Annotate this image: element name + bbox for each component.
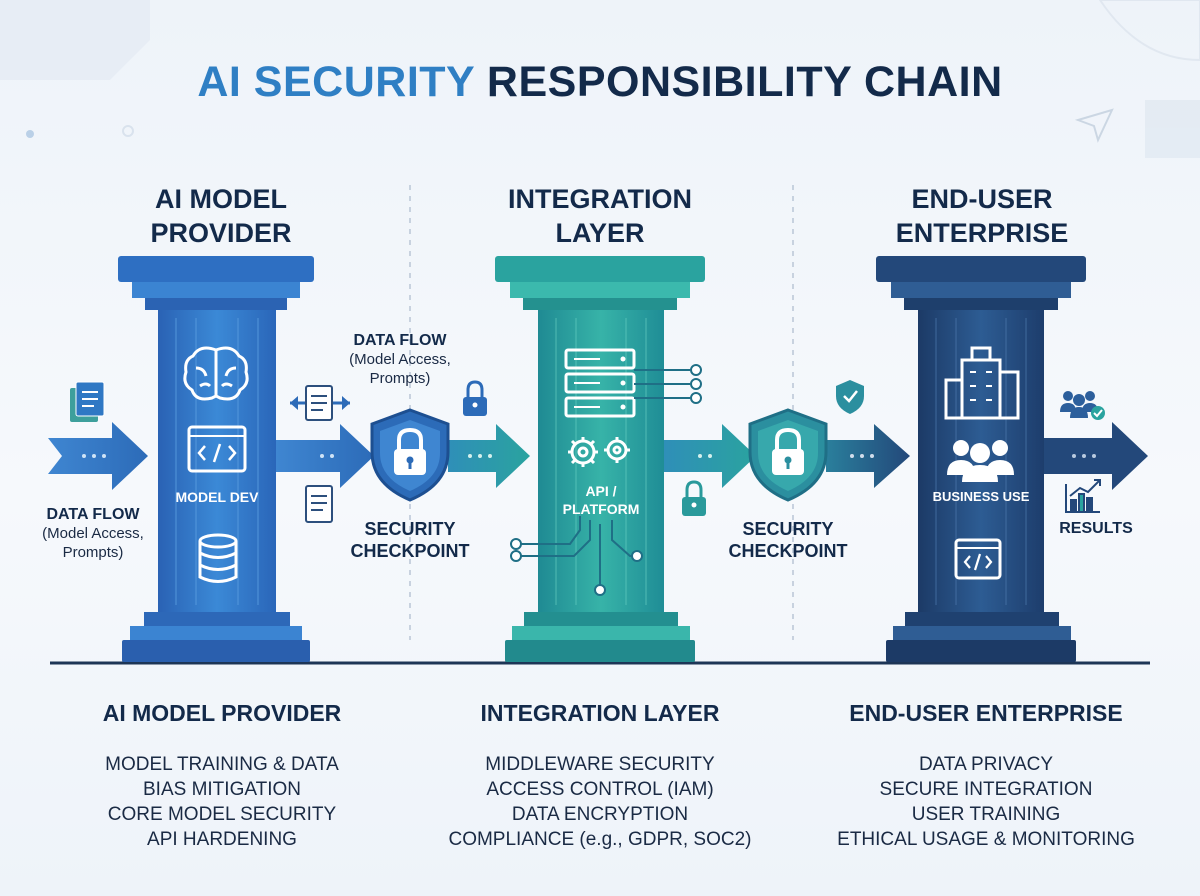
pillar-title-line: AI MODEL bbox=[155, 184, 287, 214]
checkpoint-line: SECURITY bbox=[742, 519, 834, 539]
list-item: MIDDLEWARE SECURITY bbox=[485, 754, 715, 775]
responsibility-list-integration: MIDDLEWARE SECURITY ACCESS CONTROL (IAM)… bbox=[400, 752, 800, 852]
chart-icon bbox=[1065, 479, 1101, 513]
list-item: DATA PRIVACY bbox=[918, 754, 1054, 775]
flow-arrow-checkpoint-to-enterprise bbox=[826, 424, 910, 488]
document-exchange-icon bbox=[290, 385, 350, 421]
pillar-title-line: LAYER bbox=[555, 218, 645, 248]
data-flow-title: DATA FLOW bbox=[353, 332, 447, 349]
checkpoint-line: CHECKPOINT bbox=[350, 541, 470, 561]
data-flow-sub: Prompts) bbox=[62, 544, 124, 561]
lock-icon bbox=[463, 380, 487, 416]
data-flow-sub: Prompts) bbox=[369, 370, 431, 387]
shield-lock-icon bbox=[370, 408, 450, 502]
brain-icon bbox=[183, 346, 249, 401]
responsibility-list-enterprise: DATA PRIVACY SECURE INTEGRATION USER TRA… bbox=[786, 752, 1186, 852]
flow-arrow-in bbox=[48, 422, 148, 490]
title-part1: AI SECURITY bbox=[197, 58, 475, 106]
list-item: DATA ENCRYPTION bbox=[511, 804, 689, 825]
data-flow-label-middle: DATA FLOW (Model Access, Prompts) bbox=[330, 332, 470, 388]
responsibility-heading-enterprise: END-USER ENTERPRISE bbox=[849, 700, 1123, 726]
pillar-label-line: API / bbox=[585, 483, 617, 499]
pillar-end-user-enterprise bbox=[876, 256, 1086, 662]
connector-lines bbox=[634, 364, 702, 404]
code-icon bbox=[187, 425, 247, 473]
lock-icon bbox=[682, 480, 706, 516]
list-item: MODEL TRAINING & DATA bbox=[105, 754, 339, 775]
pillar-label-line: PLATFORM bbox=[562, 501, 640, 517]
data-flow-sub: (Model Access, bbox=[349, 351, 451, 368]
list-item: COMPLIANCE (e.g., GDPR, SOC2) bbox=[448, 829, 752, 850]
list-item: USER TRAINING bbox=[911, 804, 1061, 825]
user-group-check-icon bbox=[1060, 391, 1105, 420]
page-title: AI SECURITY RESPONSIBILITY CHAIN bbox=[0, 58, 1200, 107]
list-item: SECURE INTEGRATION bbox=[879, 779, 1093, 800]
results-label: RESULTS bbox=[1059, 520, 1133, 537]
responsibility-heading-provider: AI MODEL PROVIDER bbox=[102, 700, 342, 726]
data-flow-label-left: DATA FLOW (Model Access, Prompts) bbox=[18, 506, 168, 562]
database-icon bbox=[198, 533, 238, 583]
document-icon bbox=[305, 485, 333, 523]
flow-arrow-checkpoint-to-integration bbox=[448, 424, 530, 488]
circuit-lines bbox=[510, 516, 643, 596]
pillar-title-line: ENTERPRISE bbox=[895, 218, 1069, 248]
pillar-title-line: END-USER bbox=[911, 184, 1053, 214]
responsibility-heading-integration: INTEGRATION LAYER bbox=[480, 700, 720, 726]
code-icon bbox=[954, 538, 1002, 580]
pillar-ai-model-provider bbox=[118, 256, 314, 662]
flow-arrow-integration-to-checkpoint bbox=[664, 424, 756, 488]
list-item: ETHICAL USAGE & MONITORING bbox=[837, 829, 1135, 850]
checkpoint-label-2: SECURITY CHECKPOINT bbox=[708, 518, 868, 562]
checkpoint-line: SECURITY bbox=[364, 519, 456, 539]
pillar-label-model-dev: MODEL DEV bbox=[175, 489, 259, 505]
shield-lock-icon bbox=[748, 408, 828, 502]
title-part2: RESPONSIBILITY CHAIN bbox=[486, 58, 1003, 106]
data-flow-title: DATA FLOW bbox=[46, 506, 140, 523]
responsibility-list-provider: MODEL TRAINING & DATA BIAS MITIGATION CO… bbox=[22, 752, 422, 852]
flow-arrow-provider-to-checkpoint bbox=[276, 424, 374, 488]
users-icon bbox=[947, 440, 1014, 482]
pillar-title-enterprise: END-USER ENTERPRISE bbox=[822, 182, 1142, 250]
list-item: BIAS MITIGATION bbox=[143, 779, 301, 800]
checkpoint-line: CHECKPOINT bbox=[728, 541, 848, 561]
pillar-label-business-use: BUSINESS USE bbox=[932, 489, 1030, 504]
list-item: ACCESS CONTROL (IAM) bbox=[486, 779, 714, 800]
data-flow-sub: (Model Access, bbox=[42, 525, 144, 542]
pillar-title-provider: AI MODEL PROVIDER bbox=[61, 182, 381, 250]
pillar-label-api-platform: API / PLATFORM bbox=[538, 482, 664, 518]
list-item: CORE MODEL SECURITY bbox=[107, 804, 337, 825]
pillar-integration-layer bbox=[495, 256, 705, 662]
pillar-title-line: PROVIDER bbox=[150, 218, 292, 248]
flow-arrow-out bbox=[1044, 422, 1148, 490]
checkpoint-label-1: SECURITY CHECKPOINT bbox=[330, 518, 490, 562]
building-icon bbox=[944, 346, 1020, 420]
document-icon bbox=[70, 381, 105, 422]
list-item: API HARDENING bbox=[147, 829, 297, 850]
gears-icon bbox=[568, 437, 630, 467]
pillar-title-line: INTEGRATION bbox=[508, 184, 692, 214]
shield-check-icon bbox=[836, 380, 864, 414]
pillar-title-integration: INTEGRATION LAYER bbox=[440, 182, 760, 250]
server-icon bbox=[564, 348, 636, 418]
